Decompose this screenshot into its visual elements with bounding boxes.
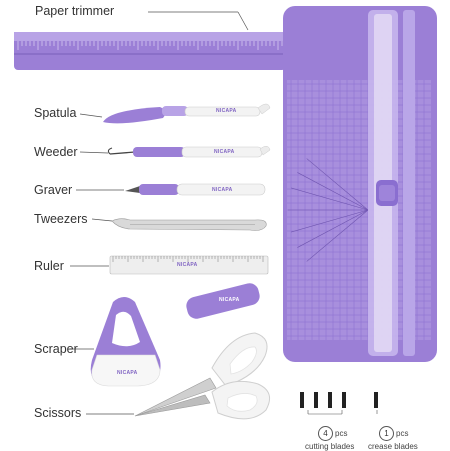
weeder-brand: NICAPA [214,149,235,155]
spatula-brand: NICAPA [216,108,237,114]
scraper-brand: NICAPA [117,370,138,376]
tweezers [111,218,267,231]
label-spatula: Spatula [34,106,77,120]
label-paper-trimmer: Paper trimmer [35,4,115,18]
ruler [109,255,269,275]
label-ruler: Ruler [34,259,64,273]
paper-trimmer [14,6,437,362]
crease-blade-label: crease blades [368,442,418,451]
label-graver: Graver [34,183,73,197]
crease-blade-count: 1 [379,426,394,441]
blade-guard [186,283,260,319]
scraper [90,297,161,387]
cutting-blade-label: cutting blades [305,442,355,451]
guard-brand: NICAPA [219,297,240,303]
weeder [107,146,271,158]
cutting-blade-unit: pcs [335,429,348,438]
blade-set [300,392,378,408]
label-scissors: Scissors [34,406,82,420]
scissors [134,332,271,420]
graver-brand: NICAPA [212,187,233,193]
label-scraper: Scraper [34,342,78,356]
ruler-brand: NICAPA [177,262,198,268]
crease-blade-unit: pcs [396,429,409,438]
spatula [103,103,271,124]
graver [125,183,266,196]
label-weeder: Weeder [34,145,78,159]
label-tweezers: Tweezers [34,212,88,226]
cutting-blade-count: 4 [318,426,333,441]
